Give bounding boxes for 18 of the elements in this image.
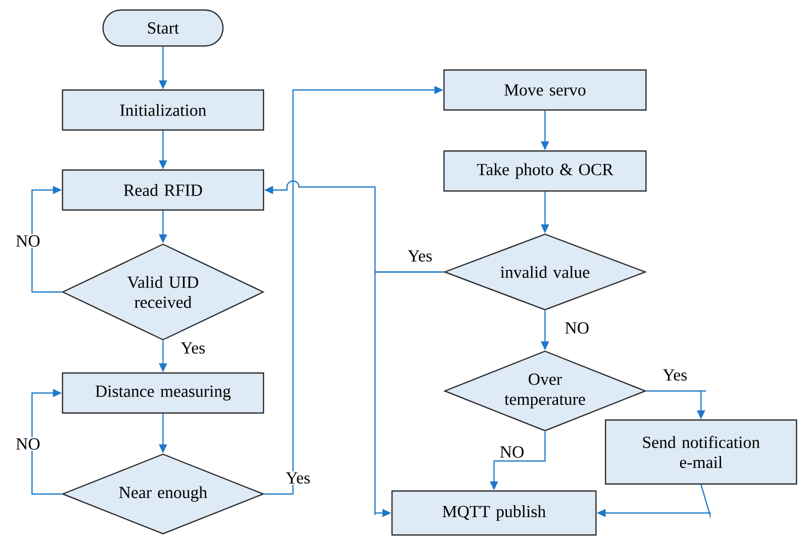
process-box: Read RFID xyxy=(62,169,264,211)
edge-label: Yes xyxy=(662,368,688,382)
edge-label: NO xyxy=(14,234,42,248)
edge-label: Yes xyxy=(180,341,206,355)
process-box: Move servo xyxy=(443,69,647,111)
process-box: MQTT publish xyxy=(391,490,597,536)
arrow xyxy=(31,186,62,293)
process-box: Initialization xyxy=(62,89,264,131)
arrow xyxy=(31,388,62,495)
edge-label: Yes xyxy=(406,249,434,263)
terminal-box: Start xyxy=(102,9,224,47)
process-box: Distance measuring xyxy=(62,372,264,414)
process-box: Send notification e-mail xyxy=(604,419,798,485)
edge-label: NO xyxy=(14,437,42,451)
edge-label: NO xyxy=(564,321,590,335)
edge-label: Yes xyxy=(284,471,312,485)
process-box: Take photo & OCR xyxy=(443,150,647,192)
edge-label: NO xyxy=(498,445,526,459)
